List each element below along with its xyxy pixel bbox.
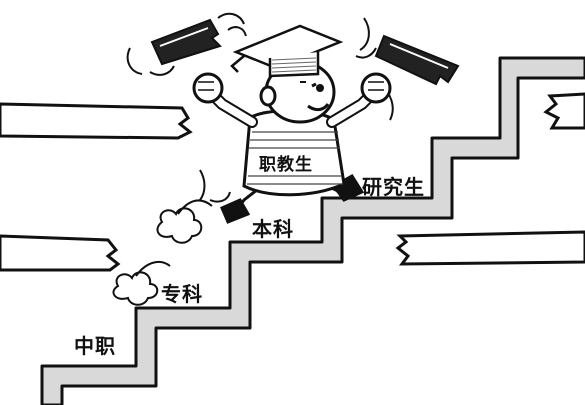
broken-plank-right-lower bbox=[395, 230, 585, 266]
staircase bbox=[40, 56, 585, 405]
fist-right bbox=[360, 72, 392, 104]
fist-left bbox=[192, 72, 224, 104]
step-label-zhuanke: 专科 bbox=[161, 282, 203, 306]
step-label-zhongzhi: 中职 bbox=[74, 334, 116, 358]
broken-plank-left-lower bbox=[0, 234, 121, 272]
dust-cloud-2 bbox=[112, 260, 171, 306]
step-label-benke: 本科 bbox=[252, 217, 294, 241]
dust-cloud-1 bbox=[156, 199, 213, 244]
flying-plank-right bbox=[374, 34, 460, 86]
broken-plank-right-upper bbox=[543, 92, 585, 130]
shirt-stripes bbox=[247, 131, 343, 185]
broken-plank-left-upper bbox=[0, 102, 193, 140]
step-label-yanjiusheng: 研究生 bbox=[362, 175, 425, 199]
shirt-text: 职教生 bbox=[259, 155, 313, 175]
flying-plank-left bbox=[150, 18, 222, 66]
student-head bbox=[259, 60, 336, 124]
graduation-cap-icon bbox=[230, 24, 344, 78]
